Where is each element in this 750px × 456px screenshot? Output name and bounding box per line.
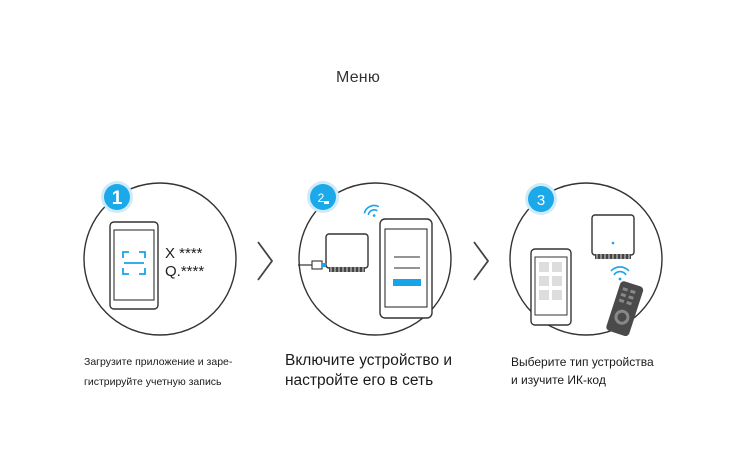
step-2-caption: Включите устройство и настройте его в се… [285, 351, 485, 391]
step-2-caption-line-1: Включите устройство и [285, 351, 485, 371]
chevron-right-icon [258, 242, 272, 280]
step-1-caption-line-1: Загрузите приложение и заре- [84, 352, 274, 372]
step-1-number: 1 [112, 188, 123, 209]
step-2-number: 2 [318, 191, 325, 205]
step-3-caption-line-2: и изучите ИК-код [511, 371, 711, 389]
step-1-caption-line-2: гистрируйте учетную запись [84, 372, 274, 392]
hub-device-icon [592, 215, 634, 259]
credential-line-1: X **** [165, 245, 203, 262]
phone-icon [531, 249, 571, 325]
step-3-caption-line-1: Выберите тип устройства [511, 353, 711, 371]
step-1: X **** Q.**** 1 [84, 181, 236, 335]
step-3: 3 [510, 183, 662, 337]
chevron-right-icon [474, 242, 488, 280]
step-3-number: 3 [537, 192, 545, 209]
step-2: 2 [298, 181, 451, 335]
step-3-badge: 3 [525, 183, 557, 215]
hub-device-icon [326, 234, 368, 272]
phone-icon [110, 222, 158, 309]
step-2-caption-line-2: настройте его в сеть [285, 371, 485, 391]
phone-icon [380, 219, 432, 318]
step-2-badge: 2 [307, 181, 339, 213]
step-1-caption: Загрузите приложение и заре- гистрируйте… [84, 352, 274, 392]
credential-line-2: Q.**** [165, 263, 204, 280]
step-1-badge: 1 [101, 181, 133, 213]
step-3-caption: Выберите тип устройства и изучите ИК-код [511, 353, 711, 389]
